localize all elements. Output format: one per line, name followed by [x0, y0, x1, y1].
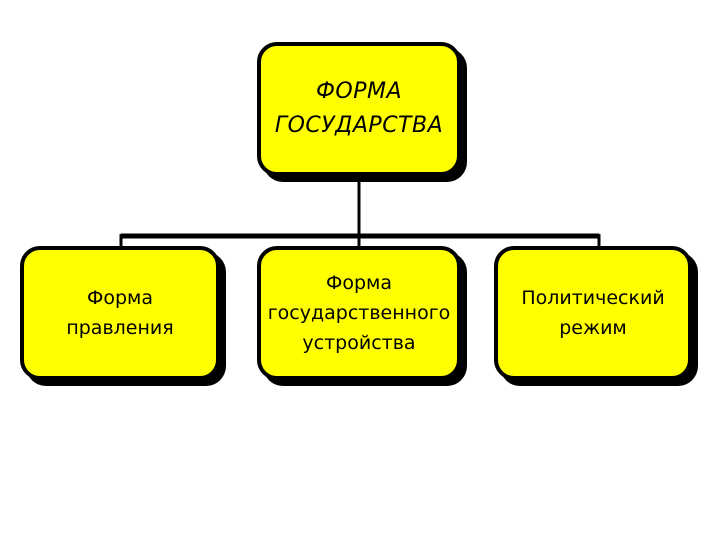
child-box-form-of-government: Форма правления	[20, 246, 220, 380]
child-box-form-of-state-structure: Форма государственного устройства	[257, 246, 461, 380]
child-2-line-3: устройства	[302, 332, 416, 354]
root-line-1: ФОРМА	[315, 79, 403, 104]
child-2-line-1: Форма	[325, 272, 393, 294]
child-3-line-1: Политический	[521, 287, 665, 309]
child-box-political-regime: Политический режим	[494, 246, 692, 380]
child-1-line-1: Форма	[86, 287, 154, 309]
child-2-line-2: государственного	[267, 302, 451, 324]
root-line-2: ГОСУДАРСТВА	[274, 113, 444, 138]
root-box-form-of-state: ФОРМА ГОСУДАРСТВА	[257, 42, 461, 176]
child-1-line-2: правления	[66, 317, 174, 339]
child-3-line-2: режим	[559, 317, 627, 339]
